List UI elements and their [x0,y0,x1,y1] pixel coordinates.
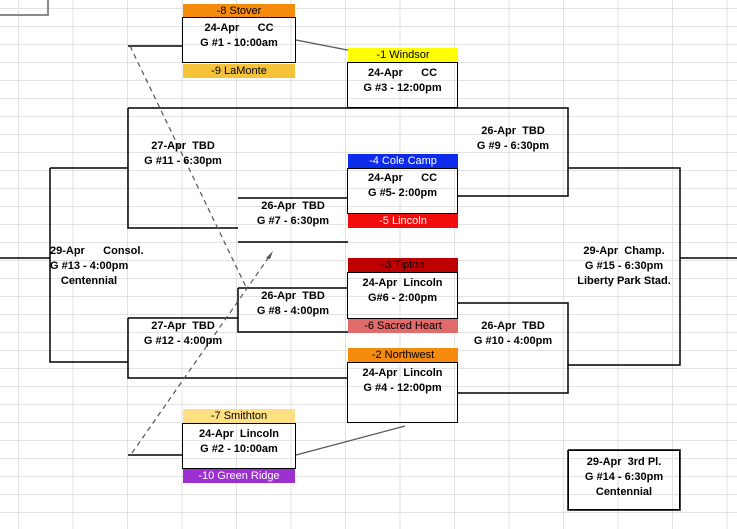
team-tipton: -3 Tipton [348,258,458,272]
game-9-time: G #9 - 6:30pm [476,140,550,152]
team-stover: -8 Stover [183,4,295,18]
game-15-time: G #15 - 6:30pm [584,260,664,272]
game-5: 24-Apr CC G #5- 2:00pm [347,168,458,214]
bracket-line-g10 [458,365,569,394]
team-sacred-heart: -6 Sacred Heart [348,319,458,333]
bracket-line-g9 [458,167,681,366]
bracket-line-g11 [127,108,238,229]
team-cole-camp: -4 Cole Camp [348,154,458,168]
game-14: 29-Apr 3rd Pl. G #14 - 6:30pm Centennial [568,450,680,510]
game-11: 27-Apr TBD G #11 - 6:30pm [128,139,238,169]
team-lamonte: -9 LaMonte [183,64,295,78]
game-14-date: 29-Apr 3rd Pl. [586,456,662,468]
game-7-time: G #7 - 6:30pm [256,215,330,227]
game-12: 27-Apr TBD G #12 - 4:00pm [128,319,238,349]
game-13: 29-Apr Consol. G #13 - 4:00pm Centennial [50,244,144,289]
game-4-date: 24-Apr Lincoln [362,367,443,379]
team-smithton: -7 Smithton [183,409,295,423]
game-15-date: 29-Apr Champ. [583,245,665,257]
game-6-date: 24-Apr Lincoln [362,277,443,289]
game-11-date: 27-Apr TBD [151,140,215,152]
team-green-ridge: -10 Green Ridge [183,469,295,483]
game-3-time: G #3 - 12:00pm [363,82,442,94]
game-8: 26-Apr TBD G #8 - 4:00pm [238,289,348,319]
game-9: 26-Apr TBD G #9 - 6:30pm [458,124,568,154]
bracket-line-g3 [128,107,569,197]
game-12-time: G #12 - 4:00pm [143,335,223,347]
bracket-line-g12-v [127,318,348,379]
game-15: 29-Apr Champ. G #15 - 6:30pm Liberty Par… [568,244,680,289]
game-13-time: G #13 - 4:00pm [50,260,129,272]
game-3: 24-Apr CC G #3 - 12:00pm [347,62,458,108]
game-1-time: G #1 - 10:00am [200,37,278,49]
team-lincoln: -5 Lincoln [348,214,458,228]
game-2-date: 24-Apr Lincoln [198,428,280,440]
game-14-time: G #14 - 6:30pm [584,471,664,483]
bracket-line-g8-v [237,288,348,333]
dashed-loser-g2 [131,253,272,454]
game-8-time: G #8 - 4:00pm [256,305,330,317]
game-5-date: 24-Apr CC [367,172,438,184]
game-8-date: 26-Apr TBD [261,290,325,302]
team-northwest: -2 Northwest [348,348,458,362]
game-3-date: 24-Apr CC [367,67,438,79]
game-13-date: 29-Apr Consol. [50,245,144,257]
game-4: 24-Apr Lincoln G #4 - 12:00pm [347,362,458,423]
dashed-arrowhead [266,251,273,259]
game-12-date: 27-Apr TBD [151,320,215,332]
team-windsor: -1 Windsor [348,48,458,62]
game-4-time: G #4 - 12:00pm [363,382,442,394]
game-2: 24-Apr Lincoln G #2 - 10:00am [182,423,296,469]
game-2-time: G #2 - 10:00am [200,443,278,455]
game-10-time: G #10 - 4:00pm [473,335,553,347]
game-13-venue: Centennial [60,275,118,287]
game-10-date: 26-Apr TBD [481,320,545,332]
game-14-venue: Centennial [595,486,653,498]
bracket-line-g13-v [49,168,128,363]
selected-cell[interactable] [0,0,49,16]
game-7-date: 26-Apr TBD [261,200,325,212]
game-6: 24-Apr Lincoln G#6 - 2:00pm [347,272,458,319]
arrow-g2-to-g4 [295,425,406,456]
game-6-time: G#6 - 2:00pm [367,292,438,304]
game-10: 26-Apr TBD G #10 - 4:00pm [458,319,568,349]
game-11-time: G #11 - 6:30pm [144,155,222,167]
game-9-date: 26-Apr TBD [481,125,545,137]
game-1-date: 24-Apr CC [204,22,274,34]
game-1: 24-Apr CC G #1 - 10:00am [182,17,296,63]
game-15-venue: Liberty Park Stad. [577,275,671,287]
game-7: 26-Apr TBD G #7 - 6:30pm [238,199,348,229]
game-5-time: G #5- 2:00pm [367,187,438,199]
